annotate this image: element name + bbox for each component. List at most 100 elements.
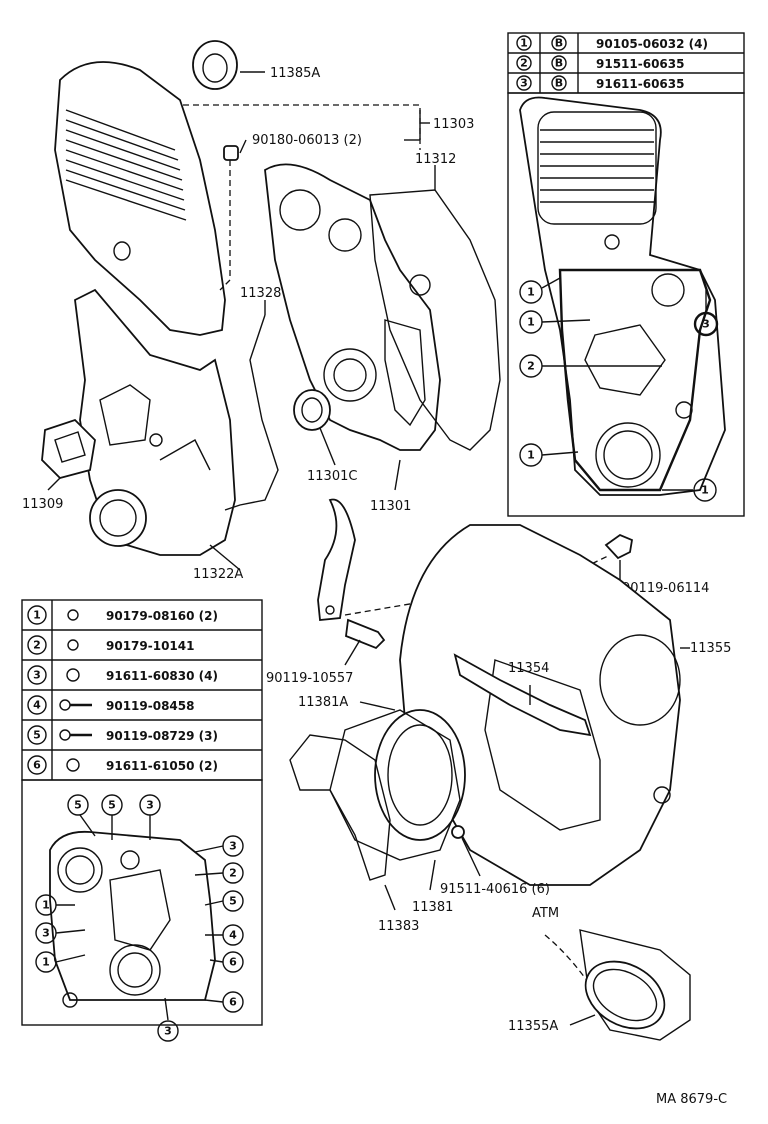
svg-text:3: 3 <box>520 77 528 90</box>
plate-11354: 11354 <box>453 653 592 737</box>
svg-text:11381: 11381 <box>412 900 453 915</box>
bolt-91511-40616: 91511-40616 (6) <box>440 825 550 897</box>
svg-text:1: 1 <box>527 316 535 329</box>
svg-text:1: 1 <box>42 899 50 912</box>
inset-plate-drawing-bottom <box>49 830 216 1008</box>
svg-text:11385A: 11385A <box>270 66 320 81</box>
label-11303: 11303 <box>419 110 474 140</box>
svg-text:5: 5 <box>33 729 41 742</box>
svg-text:2: 2 <box>229 867 237 880</box>
part-11309: 11309 <box>22 418 96 512</box>
callout-bottom-11: 6 <box>209 951 244 973</box>
callout-top-1: 1 <box>519 277 561 304</box>
inset-cover-drawing-top <box>519 96 726 496</box>
bolt-table-left-row: 6 91611-61050 (2) <box>27 755 218 775</box>
part-number: 90119-08458 <box>106 699 194 713</box>
callout-bottom-2: 5 <box>101 794 123 840</box>
svg-text:11301C: 11301C <box>307 469 357 484</box>
svg-text:ATM: ATM <box>532 906 559 921</box>
svg-text:B: B <box>555 37 563 50</box>
atm-cover-11355A: ATM 11355A <box>508 906 691 1041</box>
diagram-code: MA 8679-C <box>656 1092 727 1107</box>
callout-bottom-4: 3 <box>194 835 244 857</box>
bolt-table-left-row: 4 90119-08458 <box>27 695 194 715</box>
timing-plate-11301: 11301 <box>264 163 441 514</box>
svg-text:1: 1 <box>42 956 50 969</box>
svg-text:4: 4 <box>33 699 41 712</box>
callout-top-4: 1 <box>519 443 579 467</box>
oil-seal-11385A: 11385A <box>192 40 320 90</box>
svg-text:1: 1 <box>33 609 41 622</box>
svg-text:3: 3 <box>702 318 710 331</box>
svg-text:6: 6 <box>229 956 237 969</box>
bolt-table-top-row: 1 B 90105-06032 (4) <box>516 35 708 51</box>
svg-text:11354: 11354 <box>508 661 549 676</box>
callout-bottom-13: 3 <box>157 997 179 1042</box>
bolt-table-left: 1 90179-08160 (2) 2 90179-10141 3 91611-… <box>21 599 263 781</box>
label-90180-06013: 90180-06013 (2) <box>223 133 420 161</box>
part-number: 91611-60830 (4) <box>106 669 218 683</box>
part-number: 90179-08160 (2) <box>106 609 218 623</box>
bolt-table-top-row: 3 B 91611-60635 <box>516 75 684 91</box>
bolt-90119-06114: 90119-06114 <box>604 533 709 596</box>
callout-top-6: 3 <box>693 290 719 337</box>
svg-text:2: 2 <box>520 57 528 70</box>
svg-text:90180-06013 (2): 90180-06013 (2) <box>252 133 362 148</box>
hook-90119-10557: 90119-10557 <box>266 498 386 686</box>
bolt-table-left-row: 1 90179-08160 (2) <box>27 605 218 625</box>
callout-top-5: 1 <box>662 478 717 502</box>
callout-bottom-9: 4 <box>205 924 244 946</box>
svg-text:11355: 11355 <box>690 641 731 656</box>
svg-text:1: 1 <box>701 484 709 497</box>
svg-text:90119-06114: 90119-06114 <box>622 581 709 596</box>
svg-text:11312: 11312 <box>415 152 456 167</box>
callout-bottom-5: 2 <box>194 862 244 884</box>
callout-bottom-8: 3 <box>35 922 86 944</box>
oil-seal-11301C: 11301C <box>293 389 357 484</box>
svg-text:11381A: 11381A <box>298 695 348 710</box>
svg-text:90119-10557: 90119-10557 <box>266 671 353 686</box>
svg-text:1: 1 <box>527 286 535 299</box>
svg-text:11303: 11303 <box>433 117 474 132</box>
seal-retainer-11381: 11381A 11381 <box>298 695 466 915</box>
bolt-table-left-row: 2 90179-10141 <box>27 635 194 655</box>
svg-text:4: 4 <box>229 929 237 942</box>
part-number: 91511-60635 <box>596 57 684 71</box>
gasket-11328: 11328 <box>224 286 281 511</box>
svg-text:3: 3 <box>229 840 237 853</box>
svg-text:1: 1 <box>527 449 535 462</box>
callout-bottom-10: 1 <box>35 951 86 973</box>
svg-text:3: 3 <box>33 669 41 682</box>
svg-text:3: 3 <box>164 1025 172 1038</box>
svg-text:1: 1 <box>520 37 528 50</box>
inset-frame-top <box>507 92 745 517</box>
bolt-table-top: 1 B 90105-06032 (4) 2 B 91511-60635 3 B … <box>507 32 745 94</box>
callout-bottom-6: 5 <box>204 890 244 912</box>
svg-text:B: B <box>555 77 563 90</box>
gasket-11383: 11383 <box>289 734 419 934</box>
svg-text:11322A: 11322A <box>193 567 243 582</box>
part-number: 91611-60635 <box>596 77 684 91</box>
svg-text:11355A: 11355A <box>508 1019 558 1034</box>
svg-text:2: 2 <box>33 639 41 652</box>
svg-text:3: 3 <box>42 927 50 940</box>
svg-text:11328: 11328 <box>240 286 281 301</box>
end-plate-11355: 11355 <box>399 524 731 886</box>
callout-top-2: 1 <box>519 310 591 334</box>
timing-cover-lower-11322A: 11322A <box>74 288 243 582</box>
timing-cover-upper <box>54 61 226 336</box>
callout-bottom-7: 1 <box>35 894 75 916</box>
bolt-table-top-row: 2 B 91511-60635 <box>516 55 684 71</box>
part-number: 91611-61050 (2) <box>106 759 218 773</box>
svg-text:11309: 11309 <box>22 497 63 512</box>
svg-text:91511-40616 (6): 91511-40616 (6) <box>440 882 550 897</box>
callout-bottom-3: 3 <box>139 794 161 840</box>
svg-text:11383: 11383 <box>378 919 419 934</box>
svg-text:5: 5 <box>108 799 116 812</box>
svg-text:6: 6 <box>33 759 41 772</box>
part-number: 90105-06032 (4) <box>596 37 708 51</box>
svg-text:5: 5 <box>74 799 82 812</box>
callout-top-3: 2 <box>519 354 662 378</box>
callout-bottom-1: 5 <box>67 794 96 837</box>
